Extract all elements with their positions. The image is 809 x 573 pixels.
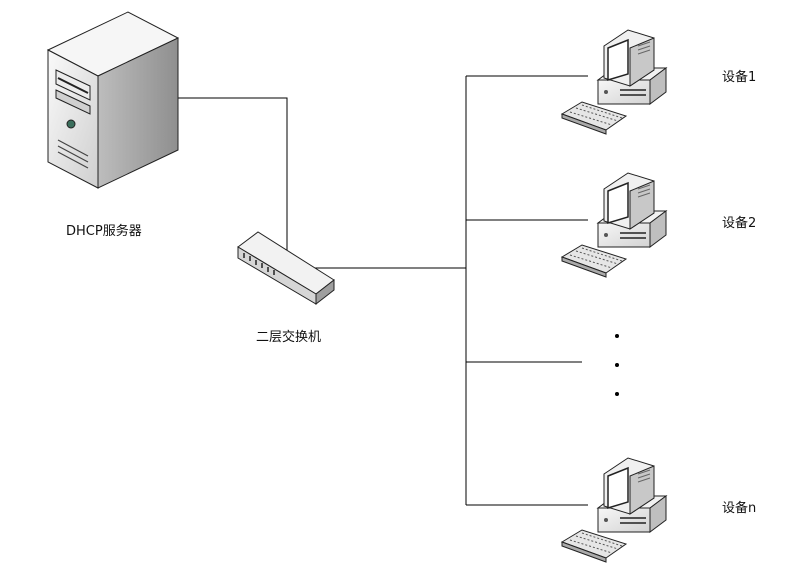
device-1-computer-icon — [561, 29, 667, 135]
device-1-label: 设备1 — [722, 70, 757, 85]
device-n-label: 设备n — [722, 501, 757, 516]
server-switch-link — [176, 97, 288, 268]
switch-label: 二层交换机 — [256, 330, 322, 345]
switch-icon — [237, 231, 335, 306]
device-2-label: 设备2 — [722, 216, 757, 231]
device-n-computer-icon — [561, 457, 667, 563]
device-2-computer-icon — [561, 172, 667, 278]
ellipsis-dots — [615, 334, 619, 396]
connections — [176, 75, 588, 506]
server-label: DHCP服务器 — [66, 224, 142, 239]
server-icon — [46, 11, 180, 189]
